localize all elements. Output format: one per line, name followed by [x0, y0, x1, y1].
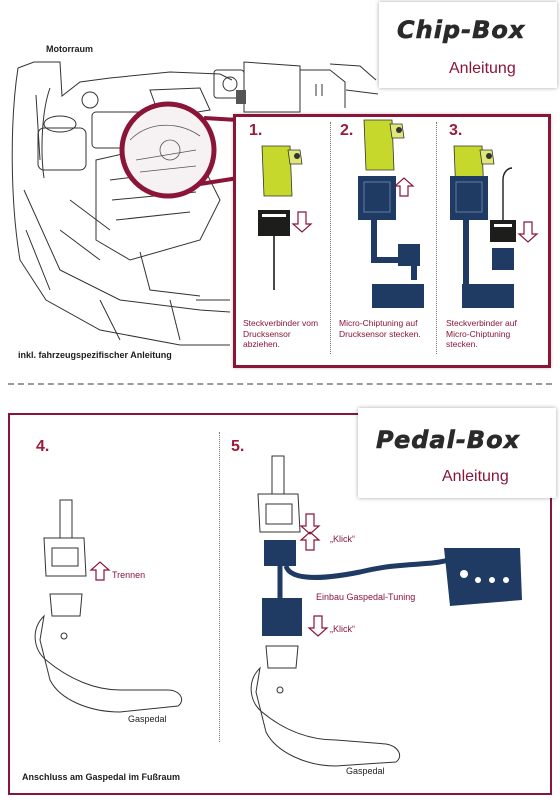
module-install-label: Einbau Gaspedal-Tuning: [316, 592, 416, 602]
step-number: 5.: [231, 438, 245, 455]
pedal-label: Gaspedal: [346, 766, 385, 776]
chipbox-subtitle: Anleitung: [449, 60, 516, 77]
klick-label-top: „Klick“: [330, 534, 355, 544]
magnifier-lens: [119, 101, 239, 199]
step-divider: [436, 122, 437, 354]
pedal-label: Gaspedal: [128, 714, 167, 724]
disconnect-label: Trennen: [112, 570, 146, 580]
step3-illustration: [450, 145, 539, 308]
step2-caption: Micro-Chiptuning auf Drucksensor stecken…: [339, 318, 421, 339]
step1-caption: Steckverbinder vom Drucksensor abziehen.: [243, 318, 319, 349]
step3-caption: Steckverbinder auf Micro-Chiptuning stec…: [446, 318, 517, 349]
chipbox-brand-box: Chip-Box Anleitung: [379, 2, 557, 88]
step-number: 3.: [449, 122, 463, 139]
step-divider: [219, 432, 220, 742]
klick-label-bottom: „Klick“: [330, 624, 355, 634]
step-divider: [330, 122, 331, 354]
step-number: 1.: [249, 122, 263, 139]
chipbox-logo: Chip-Box: [397, 16, 526, 45]
step-number: 2.: [340, 122, 354, 139]
step2-illustration: [358, 119, 424, 308]
engine-bay-label: Motorraum: [46, 44, 93, 54]
pedalbox-logo: Pedal-Box: [376, 426, 521, 455]
pedalbox-brand-box: Pedal-Box Anleitung: [358, 408, 556, 498]
section-separator: [8, 383, 552, 385]
step-number: 4.: [36, 438, 50, 455]
step1-illustration: [258, 145, 313, 290]
pedalbox-subtitle: Anleitung: [442, 468, 509, 485]
footwell-note: Anschluss am Gaspedal im Fußraum: [22, 772, 181, 782]
vehicle-specific-note: inkl. fahrzeugspezifischer Anleitung: [18, 350, 172, 360]
